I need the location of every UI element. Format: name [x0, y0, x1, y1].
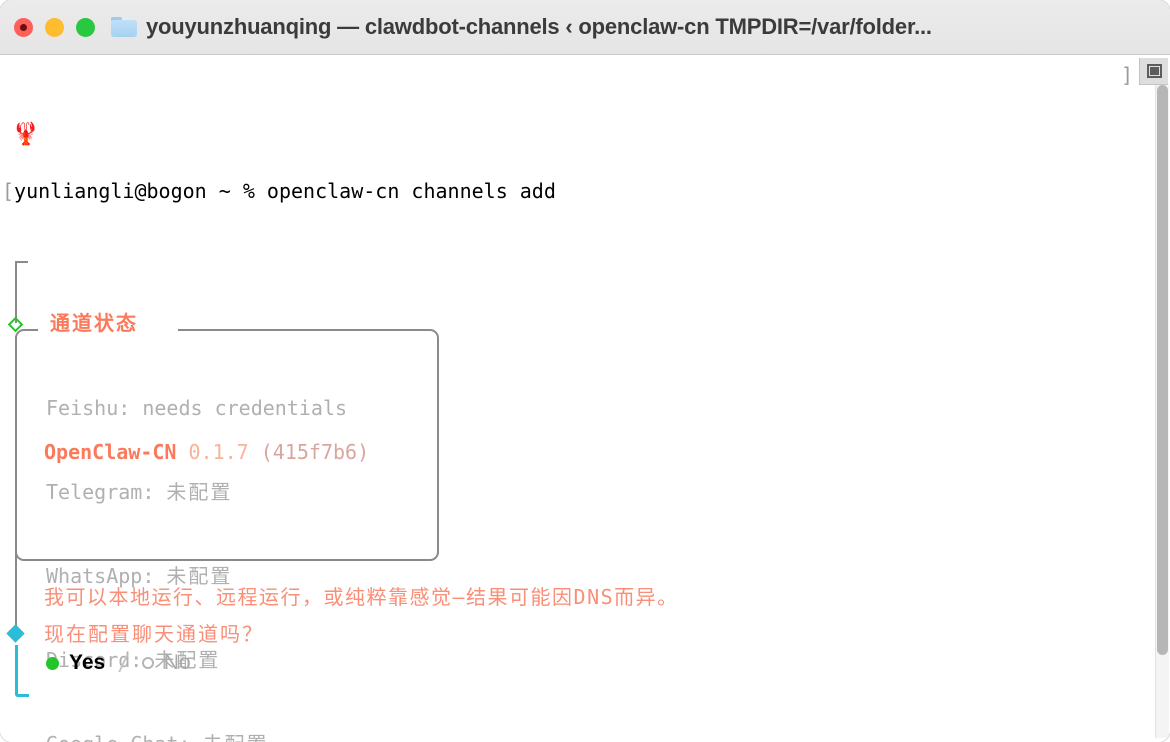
status-item-discord: Discord: 未配置 [46, 646, 347, 674]
option-yes-label[interactable]: Yes [69, 651, 106, 674]
option-separator: / [117, 651, 130, 675]
status-item-value: 未配置 [166, 480, 233, 504]
status-item-feishu: Feishu: needs credentials [46, 394, 347, 422]
question-bracket [15, 645, 29, 697]
status-item-value: needs credentials [142, 396, 348, 420]
status-colon: : [130, 648, 155, 672]
tagline-text: 我可以本地运行、远程运行，或纯粹靠感觉—结果可能因DNS而异。 [44, 585, 679, 609]
question-text: 现在配置聊天通道吗？ [44, 620, 264, 649]
close-button[interactable] [14, 17, 33, 37]
scrollbar-thumb[interactable] [1157, 85, 1168, 655]
terminal-content[interactable]: [yunliangli@bogon ~ % openclaw-cn channe… [0, 55, 1170, 742]
status-item-value: 未配置 [203, 732, 269, 742]
banner-line: OpenClaw-CN 0.1.7 (415f7b6) [0, 438, 1170, 467]
status-item-name: Telegram [46, 480, 143, 504]
gutter-corner-top [15, 261, 28, 279]
minimize-button[interactable] [45, 17, 64, 37]
status-item-value: 未配置 [166, 564, 233, 588]
gutter-line-lower [15, 561, 17, 627]
status-colon: : [142, 480, 167, 504]
status-item-google-chat: Google Chat: 未配置 [46, 730, 347, 742]
prompt-close-bracket: ] [1120, 63, 1133, 87]
status-item-whatsapp: WhatsApp: 未配置 [46, 562, 347, 590]
question-options[interactable]: Yes / No [46, 649, 191, 677]
split-pane-button[interactable] [1139, 58, 1168, 85]
blank-line-1 [0, 293, 1170, 322]
question-label: 现在配置聊天通道吗？ [44, 622, 264, 646]
status-panel-list: Feishu: needs credentials Telegram: 未配置 … [46, 338, 347, 742]
shell-prompt-line: [yunliangli@bogon ~ % openclaw-cn channe… [0, 177, 1170, 206]
option-no-radio[interactable] [141, 657, 154, 669]
window-title: youyunzhuanqing — clawdbot-channels ‹ op… [146, 14, 932, 39]
status-item-name: WhatsApp [46, 564, 143, 588]
banner-tagline: 我可以本地运行、远程运行，或纯粹靠感觉—结果可能因DNS而异。 [0, 583, 1170, 612]
status-item-name: Google Chat [46, 732, 178, 742]
status-item-value: 未配置 [154, 648, 221, 672]
prompt-open-bracket: [ [2, 179, 15, 203]
status-colon: : [178, 732, 202, 742]
app-name: OpenClaw-CN [44, 440, 177, 464]
app-version: 0.1.7 [188, 440, 249, 464]
zoom-button[interactable] [76, 17, 95, 37]
gutter-line-upper [15, 277, 17, 323]
status-colon: : [142, 564, 167, 588]
split-pane-icon [1146, 64, 1162, 78]
option-yes-radio[interactable] [46, 656, 59, 670]
prompt-command: yunliangli@bogon ~ % openclaw-cn channel… [14, 179, 556, 203]
lobster-icon: 🦞 [12, 122, 40, 147]
status-item-name: Feishu [46, 396, 119, 420]
title-bar[interactable]: youyunzhuanqing — clawdbot-channels ‹ op… [0, 0, 1170, 55]
status-panel-box [15, 329, 439, 561]
status-item-telegram: Telegram: 未配置 [46, 478, 347, 506]
window-controls [14, 17, 95, 37]
app-commit: (415f7b6) [260, 440, 370, 464]
status-colon: : [118, 396, 143, 420]
option-no-label[interactable]: No [163, 651, 191, 674]
status-item-name: Discord [46, 648, 131, 672]
folder-icon [111, 17, 137, 37]
status-panel-heading: 通道状态 [44, 309, 144, 338]
